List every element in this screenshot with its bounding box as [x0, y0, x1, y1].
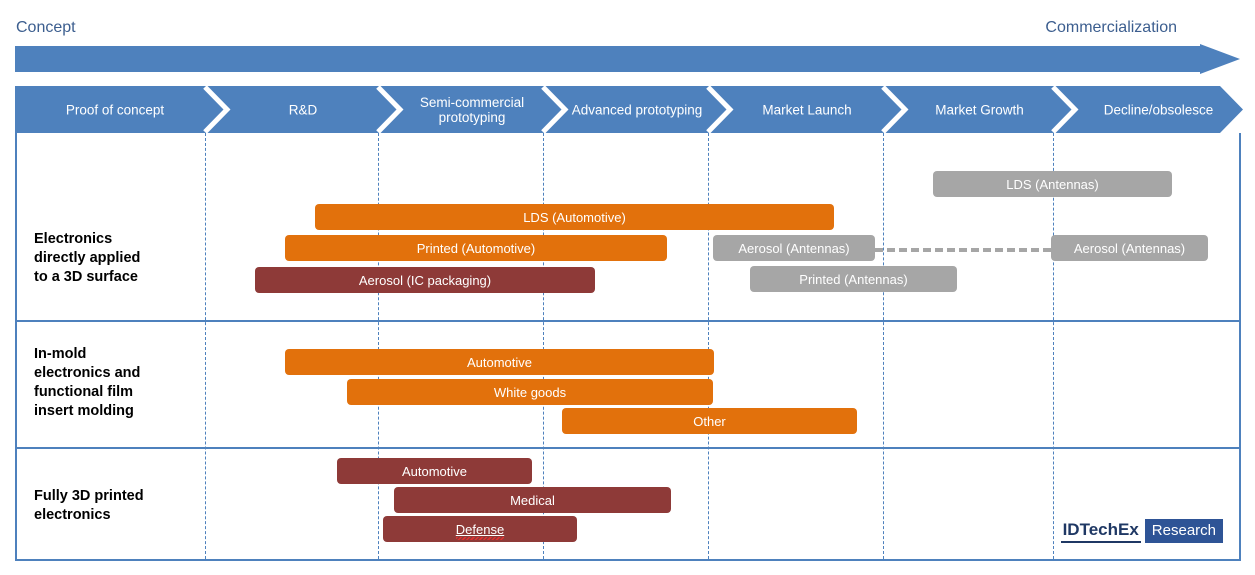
row-divider [17, 320, 1239, 322]
bar-inmold-other[interactable]: Other [562, 408, 857, 434]
gridline [708, 133, 709, 559]
logo-suffix-badge: Research [1144, 519, 1223, 543]
concept-label: Concept [16, 19, 76, 36]
bar-aerosol-antennas-right[interactable]: Aerosol (Antennas) [1051, 235, 1208, 261]
gridline [205, 133, 206, 559]
progression-arrow [15, 44, 1240, 74]
idtechex-research-logo: IDTechEx Research [1060, 519, 1223, 543]
roadmap-chart-body: Electronics directly applied to a 3D sur… [15, 133, 1241, 561]
bar-aerosol-ic-packaging[interactable]: Aerosol (IC packaging) [255, 267, 595, 293]
bar-lds-antennas[interactable]: LDS (Antennas) [933, 171, 1172, 197]
bar-printed-antennas[interactable]: Printed (Antennas) [750, 266, 957, 292]
bar-lds-automotive[interactable]: LDS (Automotive) [315, 204, 834, 230]
bar-inmold-white-goods[interactable]: White goods [347, 379, 713, 405]
gridline [1053, 133, 1054, 559]
gridline [378, 133, 379, 559]
bar-printed-automotive[interactable]: Printed (Automotive) [285, 235, 667, 261]
bar-connector-dashed [875, 248, 1051, 252]
bar-inmold-automotive[interactable]: Automotive [285, 349, 714, 375]
stage-chevron-bar: Proof of concept R&D Semi-commercial pro… [15, 86, 1243, 133]
bar-3dprinted-defense-label: Defense [455, 521, 505, 540]
row-title-electronics-3d-surface: Electronics directly applied to a 3D sur… [34, 231, 141, 285]
row-divider [17, 447, 1239, 449]
logo-brand-text: IDTechEx [1060, 520, 1141, 543]
commercialization-label: Commercialization [1045, 19, 1177, 36]
bar-3dprinted-medical[interactable]: Medical [394, 487, 671, 513]
gridline [543, 133, 544, 559]
bar-3dprinted-defense[interactable]: Defense [383, 516, 577, 542]
bar-aerosol-antennas-left[interactable]: Aerosol (Antennas) [713, 235, 875, 261]
gridline [883, 133, 884, 559]
bar-3dprinted-automotive[interactable]: Automotive [337, 458, 532, 484]
row-title-fully-3d-printed: Fully 3D printed electronics [34, 488, 144, 523]
row-title-in-mold-electronics: In-mold electronics and functional film … [34, 346, 141, 419]
